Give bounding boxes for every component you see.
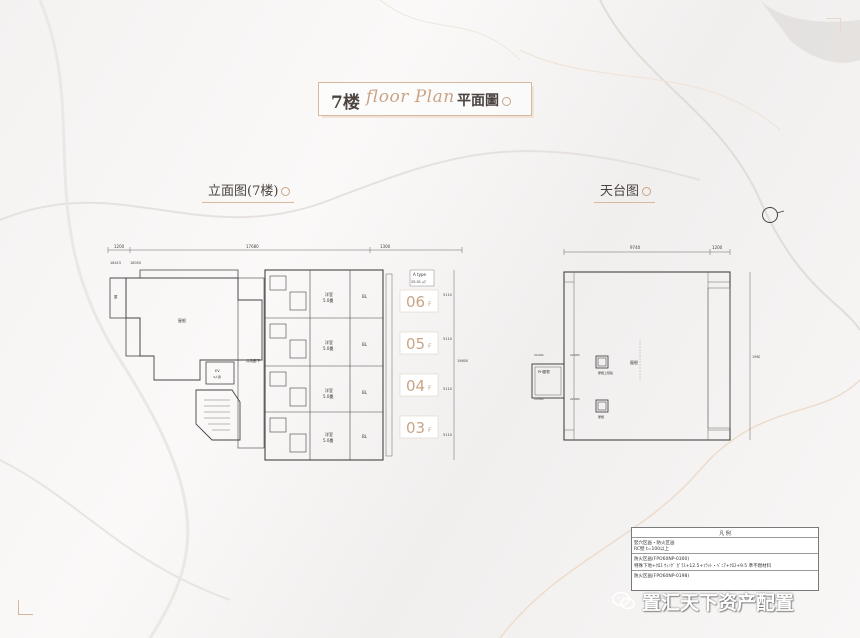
floor-tag-04: 04 [406, 377, 425, 395]
svg-text:F: F [428, 301, 432, 308]
balcony-label-04: BL [362, 390, 368, 395]
elevation-section-label: 立面图(7楼) [202, 180, 295, 203]
bedroom-size-05: 5.0畳 [323, 345, 333, 351]
roof-side-dim-1: 22400 [534, 353, 544, 357]
legend-row-3: 防火区画(FPO60NP-0198) [632, 570, 818, 591]
dim-left-1: 18415 [110, 261, 121, 265]
north-arrow-icon [762, 207, 785, 223]
svg-text:F: F [428, 385, 432, 392]
roof-section-label: 天台图 [594, 180, 656, 203]
floor-tag-06: 06 [406, 293, 425, 311]
roof-side-dim-3: 22400 [570, 353, 580, 357]
watermark-text: 置汇天下资产配置 [642, 591, 795, 614]
legend-header: 凡 例 [719, 531, 731, 537]
wechat-icon [612, 591, 635, 610]
title-script: floor Plan [366, 87, 455, 107]
balcony-label-03: BL [362, 434, 368, 439]
unit-area: 25.01 ㎡ [411, 279, 426, 284]
floor-tag-03: 03 [406, 419, 425, 437]
page-title-box: 7楼 floor Plan 平面圖 [318, 82, 532, 116]
roof-dim-top-2: 1200 [712, 245, 723, 250]
unit-type-label: A type [413, 272, 426, 277]
svg-text:F: F [428, 343, 432, 350]
ev-label: EV [215, 369, 220, 373]
watermark: 置汇天下资产配置 [612, 590, 795, 614]
height-total: 19800 [457, 359, 468, 363]
bedroom-size-06: 5.0畳 [323, 297, 333, 303]
dim-top-3: 1300 [380, 244, 391, 249]
title-floor: 7楼 [331, 93, 360, 113]
bedroom-label-06: 洋室 [325, 291, 333, 297]
dim-top-1: 1200 [114, 244, 125, 249]
dim-right-2: 5110 [443, 337, 452, 341]
corridor-label: 共用廊下 [246, 358, 260, 363]
bedroom-label-05: 洋室 [325, 339, 333, 345]
roof-plan-label: 屋根 [630, 359, 638, 365]
title-subtitle: 平面圖 [457, 90, 511, 110]
dim-right-3: 5110 [443, 387, 452, 391]
balcony-label-06: BL [362, 294, 368, 299]
roof-plan: 9740 1200 屋根 屋根上階段 屋根 PH屋根 22400 22400 2… [531, 245, 760, 441]
legend-box: 凡 例 竪穴区画・防火区画 RC壁 t=100以上 防火区画(FPO60NP-0… [631, 527, 819, 591]
bedroom-size-03: 5.0畳 [323, 437, 333, 443]
title-dot-icon [502, 97, 511, 106]
roof-side-dim-2: 22400 [534, 397, 544, 401]
legend-row-1: 竪穴区画・防火区画 RC壁 t=100以上 [632, 537, 818, 553]
dim-right-4: 5110 [443, 433, 452, 437]
bedroom-label-04: 洋室 [325, 387, 333, 393]
frame-corner-bottom-left [18, 600, 33, 615]
frame-corner-top-right [826, 18, 841, 33]
ev-size: 3人用 [213, 375, 221, 379]
roof-side-dim-4: 22400 [570, 397, 580, 401]
balcony-label-05: BL [362, 342, 368, 347]
roof-height-total: 19800 [752, 355, 760, 359]
legend-row-2: 防火区画(FPO60NP-0300) 特殊下地+ｸﾛｽ ｳｨﾝｸﾞ ｶﾞﾗｽ+1… [632, 553, 818, 570]
roof-hatch-label: 屋根 [598, 414, 604, 419]
bedroom-size-04: 5.0畳 [323, 393, 333, 399]
svg-text:屋: 屋 [114, 294, 118, 299]
bedroom-label-03: 洋室 [325, 431, 333, 437]
svg-text:F: F [428, 427, 432, 434]
dim-top-2: 17680 [246, 244, 259, 249]
roof-dot-icon [642, 187, 652, 196]
dim-right-1: 5110 [443, 293, 452, 297]
roof-label: 屋根 [178, 317, 186, 323]
elevation-dot-icon [281, 187, 291, 196]
roof-stair-label: 屋根上階段 [598, 370, 613, 375]
roof-dim-top-1: 9740 [630, 245, 641, 250]
dim-left-2: 18050 [130, 261, 141, 265]
floor-tag-05: 05 [406, 335, 425, 353]
ph-roof-label: PH屋根 [538, 369, 550, 374]
elevation-floor-plan: 1200 17680 1300 18415 18050 屋根 屋 共用廊下 EV… [107, 244, 468, 461]
